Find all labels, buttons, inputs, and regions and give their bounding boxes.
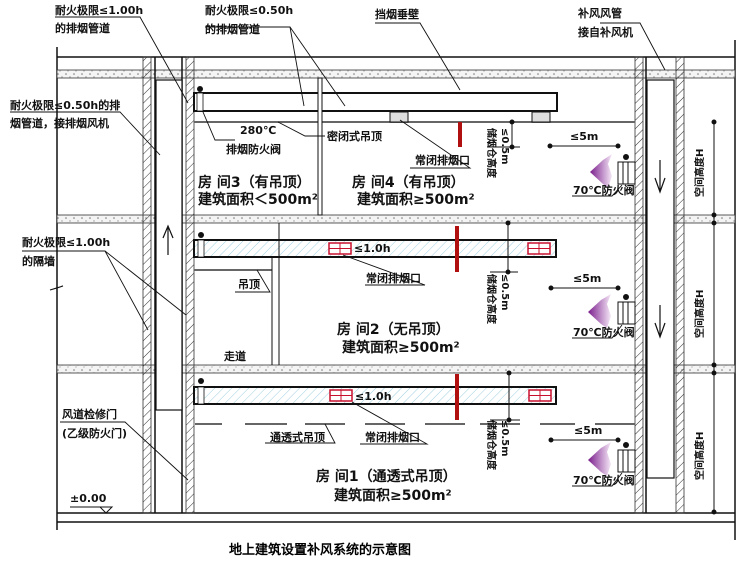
svg-text:储烟仓高度: 储烟仓高度 (485, 273, 498, 325)
label-access-door: 风道检修门 (62, 407, 117, 421)
label-sealed-ceiling: 密闭式吊顶 (327, 129, 382, 143)
room3-area: 建筑面积＜500m² (198, 191, 318, 208)
label-rating: ≤1.0h (354, 242, 391, 255)
up-arrow-icon (162, 224, 174, 255)
svg-text:≤0.5m: ≤0.5m (499, 128, 510, 165)
room4-name: 房 间4（有吊顶） (352, 174, 465, 191)
label-permeable-ceiling: 通透式吊顶 (270, 430, 325, 444)
ceiling-outlet-icon (531, 111, 551, 123)
annotations: 耐火极限≤1.00h 的排烟管道 耐火极限≤0.50h 的排烟管道 挡烟垂壁 补… (10, 3, 706, 558)
room1-area: 建筑面积≥500m² (334, 487, 452, 504)
floor-slabs (56, 69, 736, 374)
airflow-icon (590, 154, 612, 188)
svg-text:70℃防火阀: 70℃防火阀 (573, 325, 635, 339)
airflow-icon (588, 294, 611, 328)
smoke-shaft (142, 56, 195, 514)
label-elevation: ±0.00 (70, 492, 107, 505)
label-smoke-curtain: 挡烟垂壁 (375, 7, 419, 21)
room3-name: 房 间3（有吊顶） (198, 174, 311, 191)
label-outlet: 常闭排烟口 (366, 271, 421, 285)
svg-text:排烟防火阀: 排烟防火阀 (226, 142, 281, 156)
svg-text:空间高度H: 空间高度H (693, 290, 706, 338)
label-corridor: 走道 (223, 349, 246, 363)
svg-text:≤5m: ≤5m (574, 424, 602, 437)
svg-text:70℃防火阀: 70℃防火阀 (573, 473, 635, 487)
makeup-air-inlets (588, 154, 636, 476)
svg-text:烟管道，接排烟风机: 烟管道，接排烟风机 (10, 116, 109, 130)
svg-text:≤0.5m: ≤0.5m (499, 274, 510, 311)
svg-text:的隔墙: 的隔墙 (22, 254, 55, 268)
label-makeup-duct: 补风风管 (577, 6, 622, 20)
svg-text:接自补风机: 接自补风机 (578, 25, 633, 39)
down-arrow-icon (654, 305, 666, 339)
down-arrow-icon (654, 160, 666, 194)
svg-text:空间高度H: 空间高度H (693, 432, 706, 480)
svg-text:储烟仓高度: 储烟仓高度 (485, 127, 498, 179)
makeup-air-shaft (634, 56, 685, 514)
label-space-height: 空间高度H (693, 149, 706, 197)
svg-text:储烟仓高度: 储烟仓高度 (485, 419, 498, 471)
smoke-duct-floor1 (193, 374, 635, 425)
label-partition: 耐火极限≤1.00h (22, 235, 110, 249)
room1-name: 房 间1（通透式吊顶） (316, 468, 457, 485)
svg-text:的排烟管道: 的排烟管道 (205, 22, 260, 36)
room2-area: 建筑面积≥500m² (342, 339, 460, 356)
ceiling-outlet-icon (389, 111, 409, 123)
elevation-marker (70, 506, 114, 514)
airflow-icon (588, 442, 611, 476)
smoke-duct-floor3 (193, 77, 635, 216)
label-rating: ≤1.0h (355, 390, 392, 403)
label-outlet: 常闭排烟口 (415, 153, 470, 167)
diagram-title: 地上建筑设置补风系统的示意图 (229, 542, 411, 558)
label-duct-to-fan: 耐火极限≤0.50h的排 (10, 98, 120, 112)
svg-text:≤5m: ≤5m (573, 272, 601, 285)
room4-area: 建筑面积≥500m² (357, 191, 475, 208)
label-fire-1h-duct: 耐火极限≤1.00h (55, 3, 143, 17)
leader-lines (10, 16, 666, 487)
smoke-curtain-wall (458, 122, 462, 147)
svg-text:(乙级防火门): (乙级防火门) (62, 426, 127, 440)
building-outline (49, 40, 736, 540)
label-fire-05h-duct: 耐火极限≤0.50h (205, 3, 293, 17)
label-280-damper: 280℃ (240, 124, 276, 137)
room2-name: 房 间2（无吊顶） (337, 321, 450, 338)
svg-text:的排烟管道: 的排烟管道 (55, 21, 110, 35)
dimension-lines (490, 119, 717, 515)
label-70-damper: 70℃防火阀 (573, 183, 635, 197)
svg-text:≤0.5m: ≤0.5m (499, 420, 510, 457)
svg-text:≤5m: ≤5m (570, 130, 598, 143)
label-outlet: 常闭排烟口 (365, 430, 420, 444)
smoke-duct-floor2 (193, 223, 557, 365)
label-ceiling: 吊顶 (238, 278, 260, 291)
fire-damper-280 (196, 92, 204, 112)
